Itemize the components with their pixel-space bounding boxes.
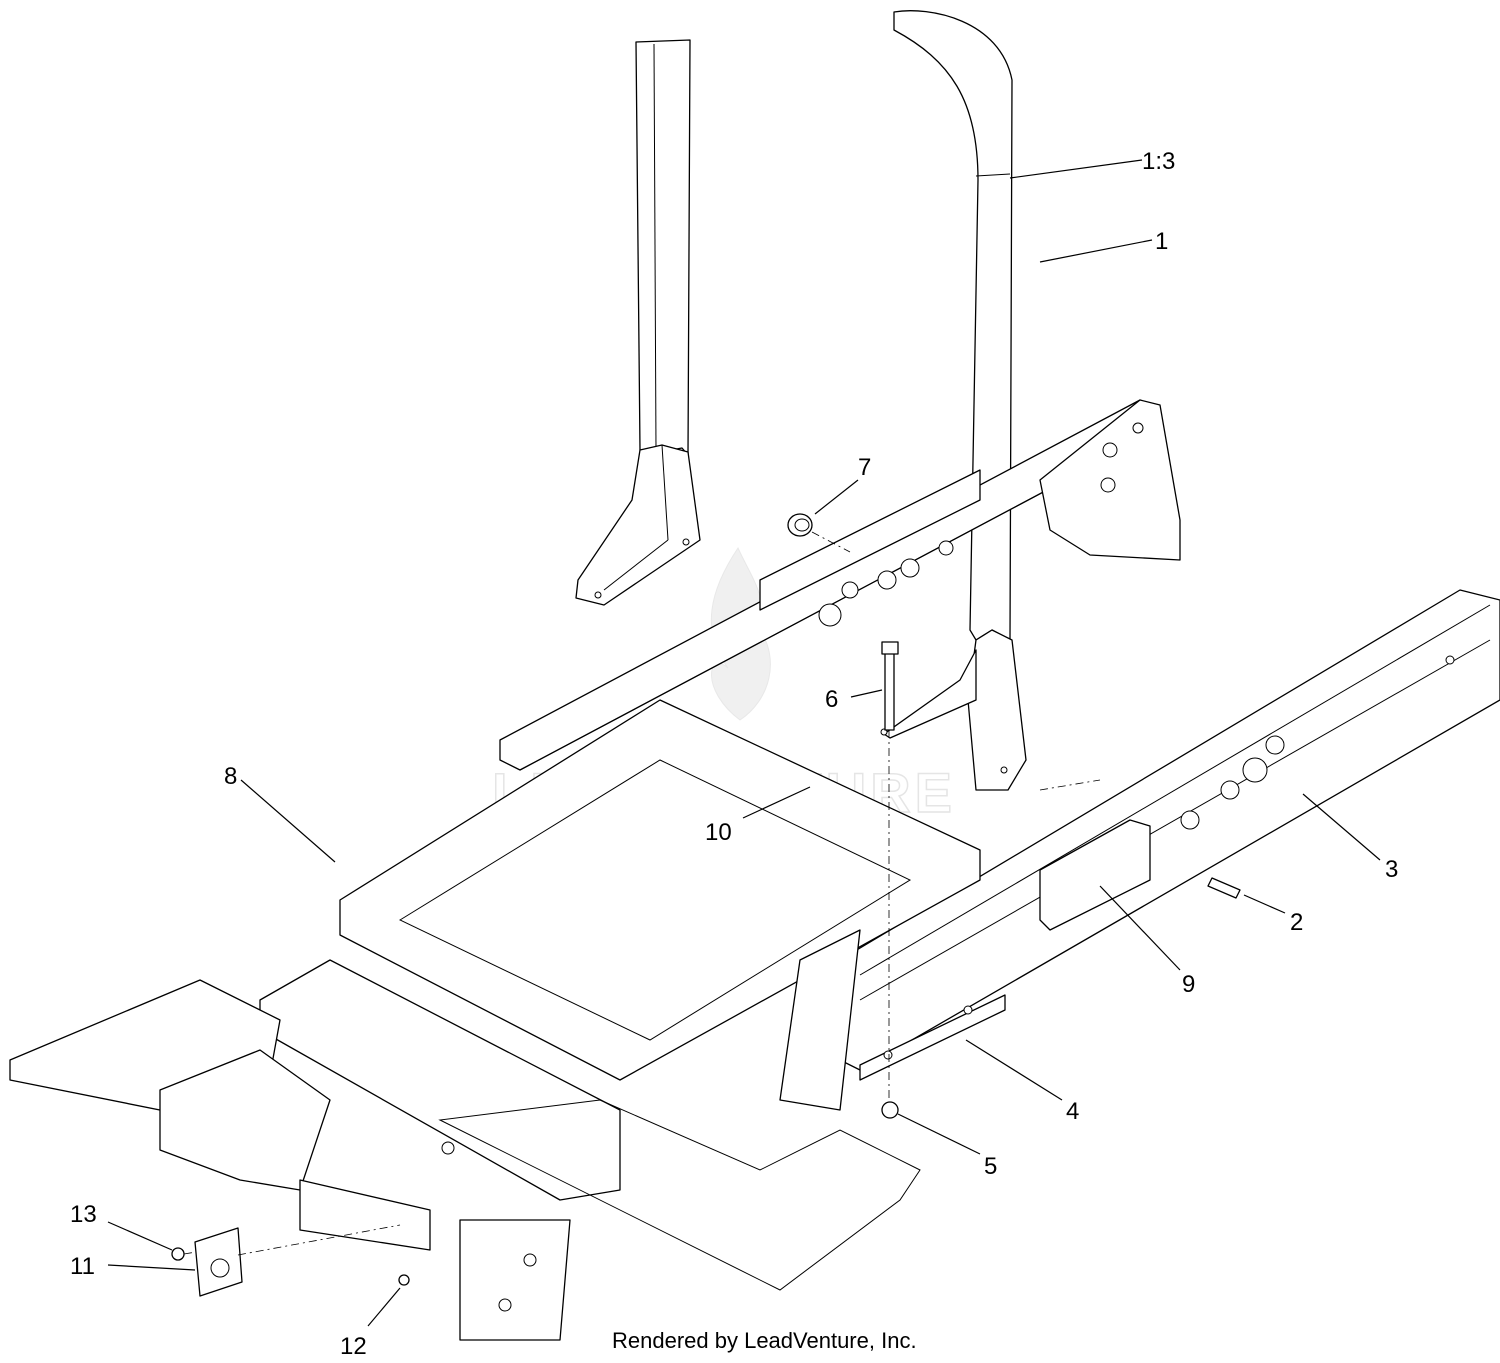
callout-1: 1 bbox=[1155, 228, 1168, 255]
flange-bolt bbox=[1207, 877, 1241, 899]
rops-right-upright bbox=[880, 10, 1027, 791]
callout-1-3: 1:3 bbox=[1142, 148, 1175, 175]
assembly-lines bbox=[183, 531, 1101, 1256]
leader-lines bbox=[107, 159, 1381, 1327]
callout-5: 5 bbox=[984, 1153, 997, 1180]
callout-8: 8 bbox=[224, 763, 237, 790]
callout-12: 12 bbox=[340, 1333, 367, 1360]
plug-cap bbox=[787, 513, 813, 537]
long-bolt bbox=[884, 647, 895, 731]
small-screw bbox=[398, 1274, 410, 1286]
callouts: 1:3 1 7 6 8 10 3 2 9 4 5 13 11 12 bbox=[70, 148, 1398, 1360]
hardware bbox=[171, 513, 1241, 1297]
rops-left-upright bbox=[575, 39, 701, 606]
callout-4: 4 bbox=[1066, 1098, 1079, 1125]
callout-2: 2 bbox=[1290, 909, 1303, 936]
callout-3: 3 bbox=[1385, 856, 1398, 883]
callout-13: 13 bbox=[70, 1201, 97, 1228]
callout-10: 10 bbox=[705, 819, 732, 846]
callout-7: 7 bbox=[858, 454, 871, 481]
lock-nut bbox=[881, 1101, 899, 1119]
callout-6: 6 bbox=[825, 686, 838, 713]
main-frame bbox=[9, 399, 1500, 1341]
small-nut bbox=[171, 1247, 185, 1261]
render-credit: Rendered by LeadVenture, Inc. bbox=[612, 1328, 917, 1353]
callout-11: 11 bbox=[70, 1253, 95, 1280]
callout-9: 9 bbox=[1182, 971, 1195, 998]
